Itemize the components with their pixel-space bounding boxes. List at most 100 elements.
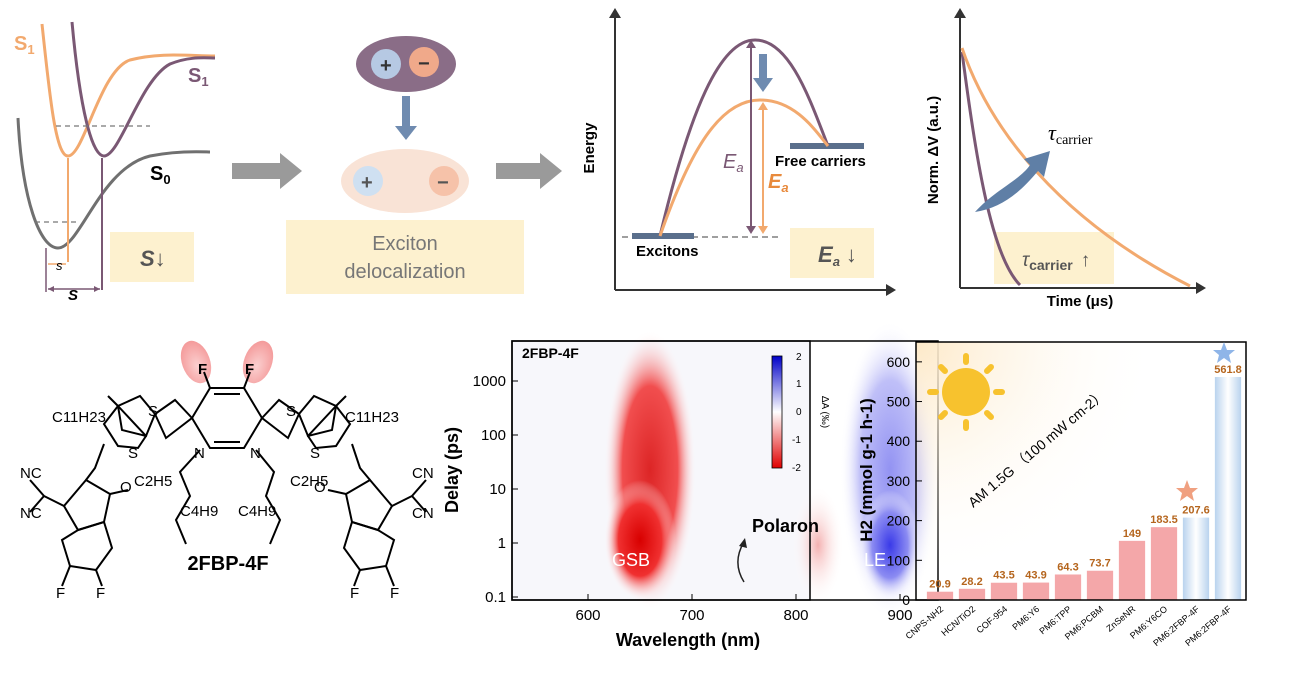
svg-text:F: F xyxy=(96,585,105,602)
star-orange xyxy=(1176,480,1198,501)
ea-decrease-label: Ea↓ xyxy=(818,242,857,269)
energy-ylabel: Energy xyxy=(581,122,598,174)
bar-category-label-1: HCN/TiO2 xyxy=(939,604,977,638)
s0-curve xyxy=(16,117,211,250)
svg-text:-2: -2 xyxy=(792,463,801,474)
bar-5 xyxy=(1086,570,1114,600)
svg-text:2: 2 xyxy=(796,352,802,363)
y-tick-label: 0 xyxy=(902,592,910,608)
svg-text:800: 800 xyxy=(783,607,808,624)
s0-label: S0 xyxy=(150,163,171,187)
exciton-down-arrow xyxy=(395,96,417,140)
svg-text:F: F xyxy=(198,361,207,378)
svg-text:S: S xyxy=(286,403,296,420)
bar-4 xyxy=(1054,574,1082,600)
s-decrease-box xyxy=(110,232,194,282)
svg-text:−: − xyxy=(437,172,449,194)
svg-text:C2H5: C2H5 xyxy=(134,473,172,490)
heatmap-x-ticks: 600 700 800 900 xyxy=(575,594,913,624)
svg-text:10: 10 xyxy=(489,481,506,498)
bar-9 xyxy=(1214,377,1242,600)
s1-purple-curve xyxy=(70,21,216,158)
svg-text:NC: NC xyxy=(20,465,42,482)
y-tick-label: 400 xyxy=(887,433,911,449)
svg-text:F: F xyxy=(350,585,359,602)
svg-text:700: 700 xyxy=(679,607,704,624)
molecule-panel xyxy=(29,340,427,587)
svg-text:1000: 1000 xyxy=(473,373,506,390)
bar-2 xyxy=(990,582,1018,600)
svg-text:N: N xyxy=(250,445,261,462)
excitons-level xyxy=(632,233,694,239)
polaron-label: Polaron xyxy=(752,516,819,536)
bar-value-label-0: 20.9 xyxy=(929,579,950,591)
decay-xlabel: Time (μs) xyxy=(1047,293,1113,310)
bar-8 xyxy=(1182,517,1210,600)
svg-text:S: S xyxy=(148,403,158,420)
y-tick-label: 600 xyxy=(887,354,911,370)
svg-text:0: 0 xyxy=(796,407,802,418)
heatmap-title: 2FBP-4F xyxy=(522,345,579,361)
colorbar xyxy=(771,355,783,469)
exciton-box-line2: delocalization xyxy=(344,261,465,283)
bar-value-label-2: 43.5 xyxy=(993,570,1014,582)
y-tick-label: 300 xyxy=(887,473,911,489)
gsb-label: GSB xyxy=(612,550,650,570)
decay-panel: Norm. ΔV (a.u.) Time (μs) τcarrier τcarr… xyxy=(925,8,1206,310)
svg-text:C4H9: C4H9 xyxy=(180,503,218,520)
svg-text:900: 900 xyxy=(887,607,912,624)
le-label: LE xyxy=(864,550,886,570)
svg-text:C2H5: C2H5 xyxy=(290,473,328,490)
svg-text:CN: CN xyxy=(412,465,434,482)
bar-value-label-8: 207.6 xyxy=(1182,505,1210,517)
bar-0 xyxy=(926,591,954,600)
svg-text:NC: NC xyxy=(20,505,42,522)
molecule-labels: F F C11H23 C11H23 S S S S N N C2H5 C2H5 … xyxy=(20,361,434,602)
s1-orange-curve xyxy=(40,23,216,158)
bar-category-label-2: COF-954 xyxy=(975,604,1010,635)
ea-purple: Ea xyxy=(723,151,744,175)
svg-text:F: F xyxy=(56,585,65,602)
decay-purple xyxy=(960,51,1022,287)
bar-value-label-1: 28.2 xyxy=(961,576,982,588)
svg-text:C11H23: C11H23 xyxy=(345,409,399,426)
svg-text:600: 600 xyxy=(575,607,600,624)
svg-text:O: O xyxy=(314,479,326,496)
svg-text:1: 1 xyxy=(498,535,506,552)
exciton-box-line1: Exciton xyxy=(372,233,438,255)
ea-decrease-arrow xyxy=(753,54,773,92)
bar-ylabel: H2 (mmol g-1 h-1) xyxy=(857,398,876,542)
bar-value-label-6: 149 xyxy=(1123,528,1141,540)
flow-arrow-1 xyxy=(232,153,302,189)
exciton-panel: + − + − Exciton delocalization xyxy=(286,36,524,294)
small-s-label: s xyxy=(56,258,63,273)
svg-text:F: F xyxy=(245,361,254,378)
s1-right-label: S1 xyxy=(188,65,209,89)
tau-box-label: τcarrier↑ xyxy=(1022,250,1090,273)
svg-text:1: 1 xyxy=(796,379,802,390)
flow-arrow-2 xyxy=(496,153,562,189)
heatmap-ylabel: Delay (ps) xyxy=(442,427,462,513)
bar-6 xyxy=(1118,540,1146,600)
bar-value-label-7: 183.5 xyxy=(1150,514,1178,526)
colorbar-label: ΔA (‰) xyxy=(819,396,830,428)
heatmap-panel: 2FBP-4F GSB LE Polaron 2 1 0 -1 -2 ΔA (‰… xyxy=(442,320,940,650)
molecule-name: 2FBP-4F xyxy=(187,553,268,575)
barrier-purple xyxy=(658,38,830,237)
energy-panel: Energy Ea Ea Free carriers Excitons Ea↓ xyxy=(581,8,896,296)
big-s-label: S xyxy=(68,287,78,304)
svg-text:F: F xyxy=(390,585,399,602)
potential-energy-panel: S1 S1 S0 s S S↓ xyxy=(14,21,216,304)
exciton-delocalization-box xyxy=(286,220,524,294)
svg-text:N: N xyxy=(194,445,205,462)
ea-orange: Ea xyxy=(768,171,789,195)
svg-text:100: 100 xyxy=(481,427,506,444)
excitons-label: Excitons xyxy=(636,243,699,260)
svg-text:C4H9: C4H9 xyxy=(238,503,276,520)
decay-ylabel: Norm. ΔV (a.u.) xyxy=(925,96,942,204)
bar-3 xyxy=(1022,582,1050,600)
tau-carrier-label: τcarrier xyxy=(1048,120,1093,148)
star-blue xyxy=(1213,342,1235,363)
